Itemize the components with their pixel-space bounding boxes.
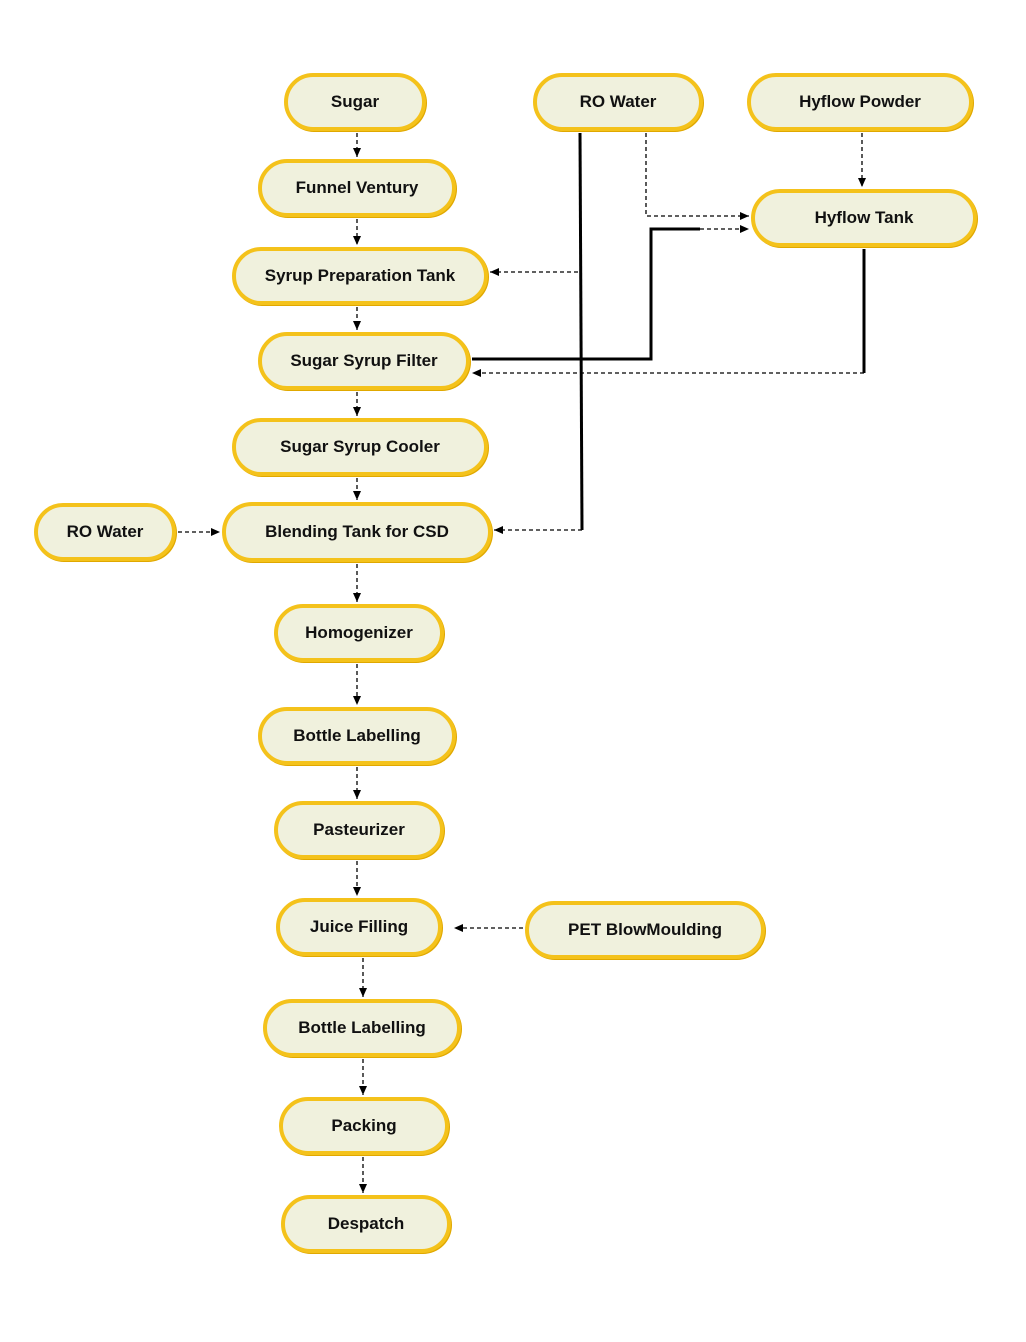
node-blending-tank: Blending Tank for CSD — [222, 502, 492, 562]
node-pasteurizer: Pasteurizer — [274, 801, 444, 859]
node-ro-water-top: RO Water — [533, 73, 703, 131]
node-homogenizer: Homogenizer — [274, 604, 444, 662]
node-sugar-syrup-cooler: Sugar Syrup Cooler — [232, 418, 488, 476]
node-bottle-labelling-1: Bottle Labelling — [258, 707, 456, 765]
node-bottle-labelling-2: Bottle Labelling — [263, 999, 461, 1057]
node-syrup-preparation-tank: Syrup Preparation Tank — [232, 247, 488, 305]
node-ro-water-left: RO Water — [34, 503, 176, 561]
node-sugar: Sugar — [284, 73, 426, 131]
node-funnel-ventury: Funnel Ventury — [258, 159, 456, 217]
line-ro-trunk — [578, 132, 584, 531]
node-juice-filling: Juice Filling — [276, 898, 442, 956]
line-filter-hytank-return — [472, 227, 700, 361]
node-despatch: Despatch — [281, 1195, 451, 1253]
edge-ro-hytank — [645, 133, 749, 220]
node-sugar-syrup-filter: Sugar Syrup Filter — [258, 332, 470, 390]
node-pet-blowmoulding: PET BlowMoulding — [525, 901, 765, 959]
node-hyflow-tank: Hyflow Tank — [751, 189, 977, 247]
node-hyflow-powder: Hyflow Powder — [747, 73, 973, 131]
node-packing: Packing — [279, 1097, 449, 1155]
